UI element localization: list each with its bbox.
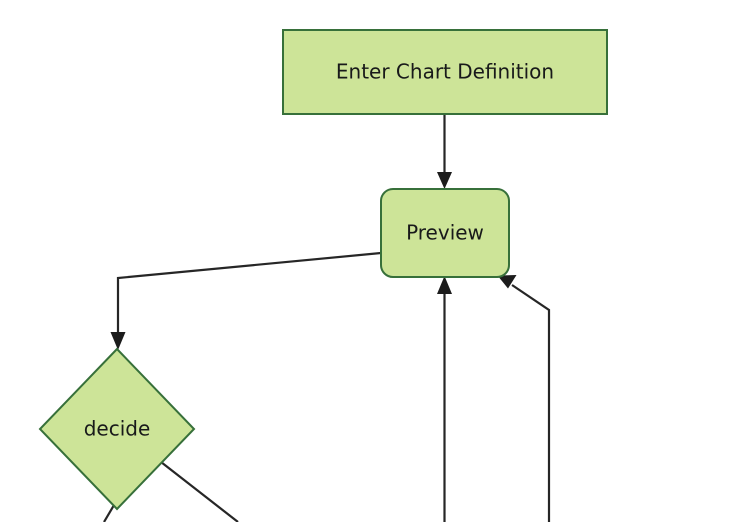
node-rect[interactable]	[282, 29, 608, 115]
arrow-head-icon	[110, 332, 126, 350]
edge-decide-branch-right	[160, 461, 239, 522]
edge-line	[160, 461, 239, 522]
node-rounded-rect[interactable]	[380, 188, 510, 278]
node-decide[interactable]: decide	[38, 347, 196, 511]
arrow-head-icon	[437, 276, 452, 294]
arrow-head-icon	[497, 275, 517, 289]
edge-return-right-to-preview	[497, 275, 551, 522]
node-diamond[interactable]	[38, 347, 196, 511]
edge-enter-to-preview	[437, 114, 452, 189]
edge-preview-to-decide	[110, 251, 382, 350]
edge-return-center-to-preview	[437, 276, 452, 522]
edge-line	[511, 284, 551, 522]
node-label-enter-chart-definition: Enter Chart Definition	[336, 60, 554, 84]
arrow-head-icon	[437, 172, 452, 189]
node-label-decide: decide	[84, 417, 151, 441]
node-preview[interactable]: Preview	[380, 188, 510, 278]
node-label-preview: Preview	[406, 221, 484, 245]
edge-line	[116, 251, 382, 335]
node-enter-chart-definition[interactable]: Enter Chart Definition	[282, 29, 608, 115]
